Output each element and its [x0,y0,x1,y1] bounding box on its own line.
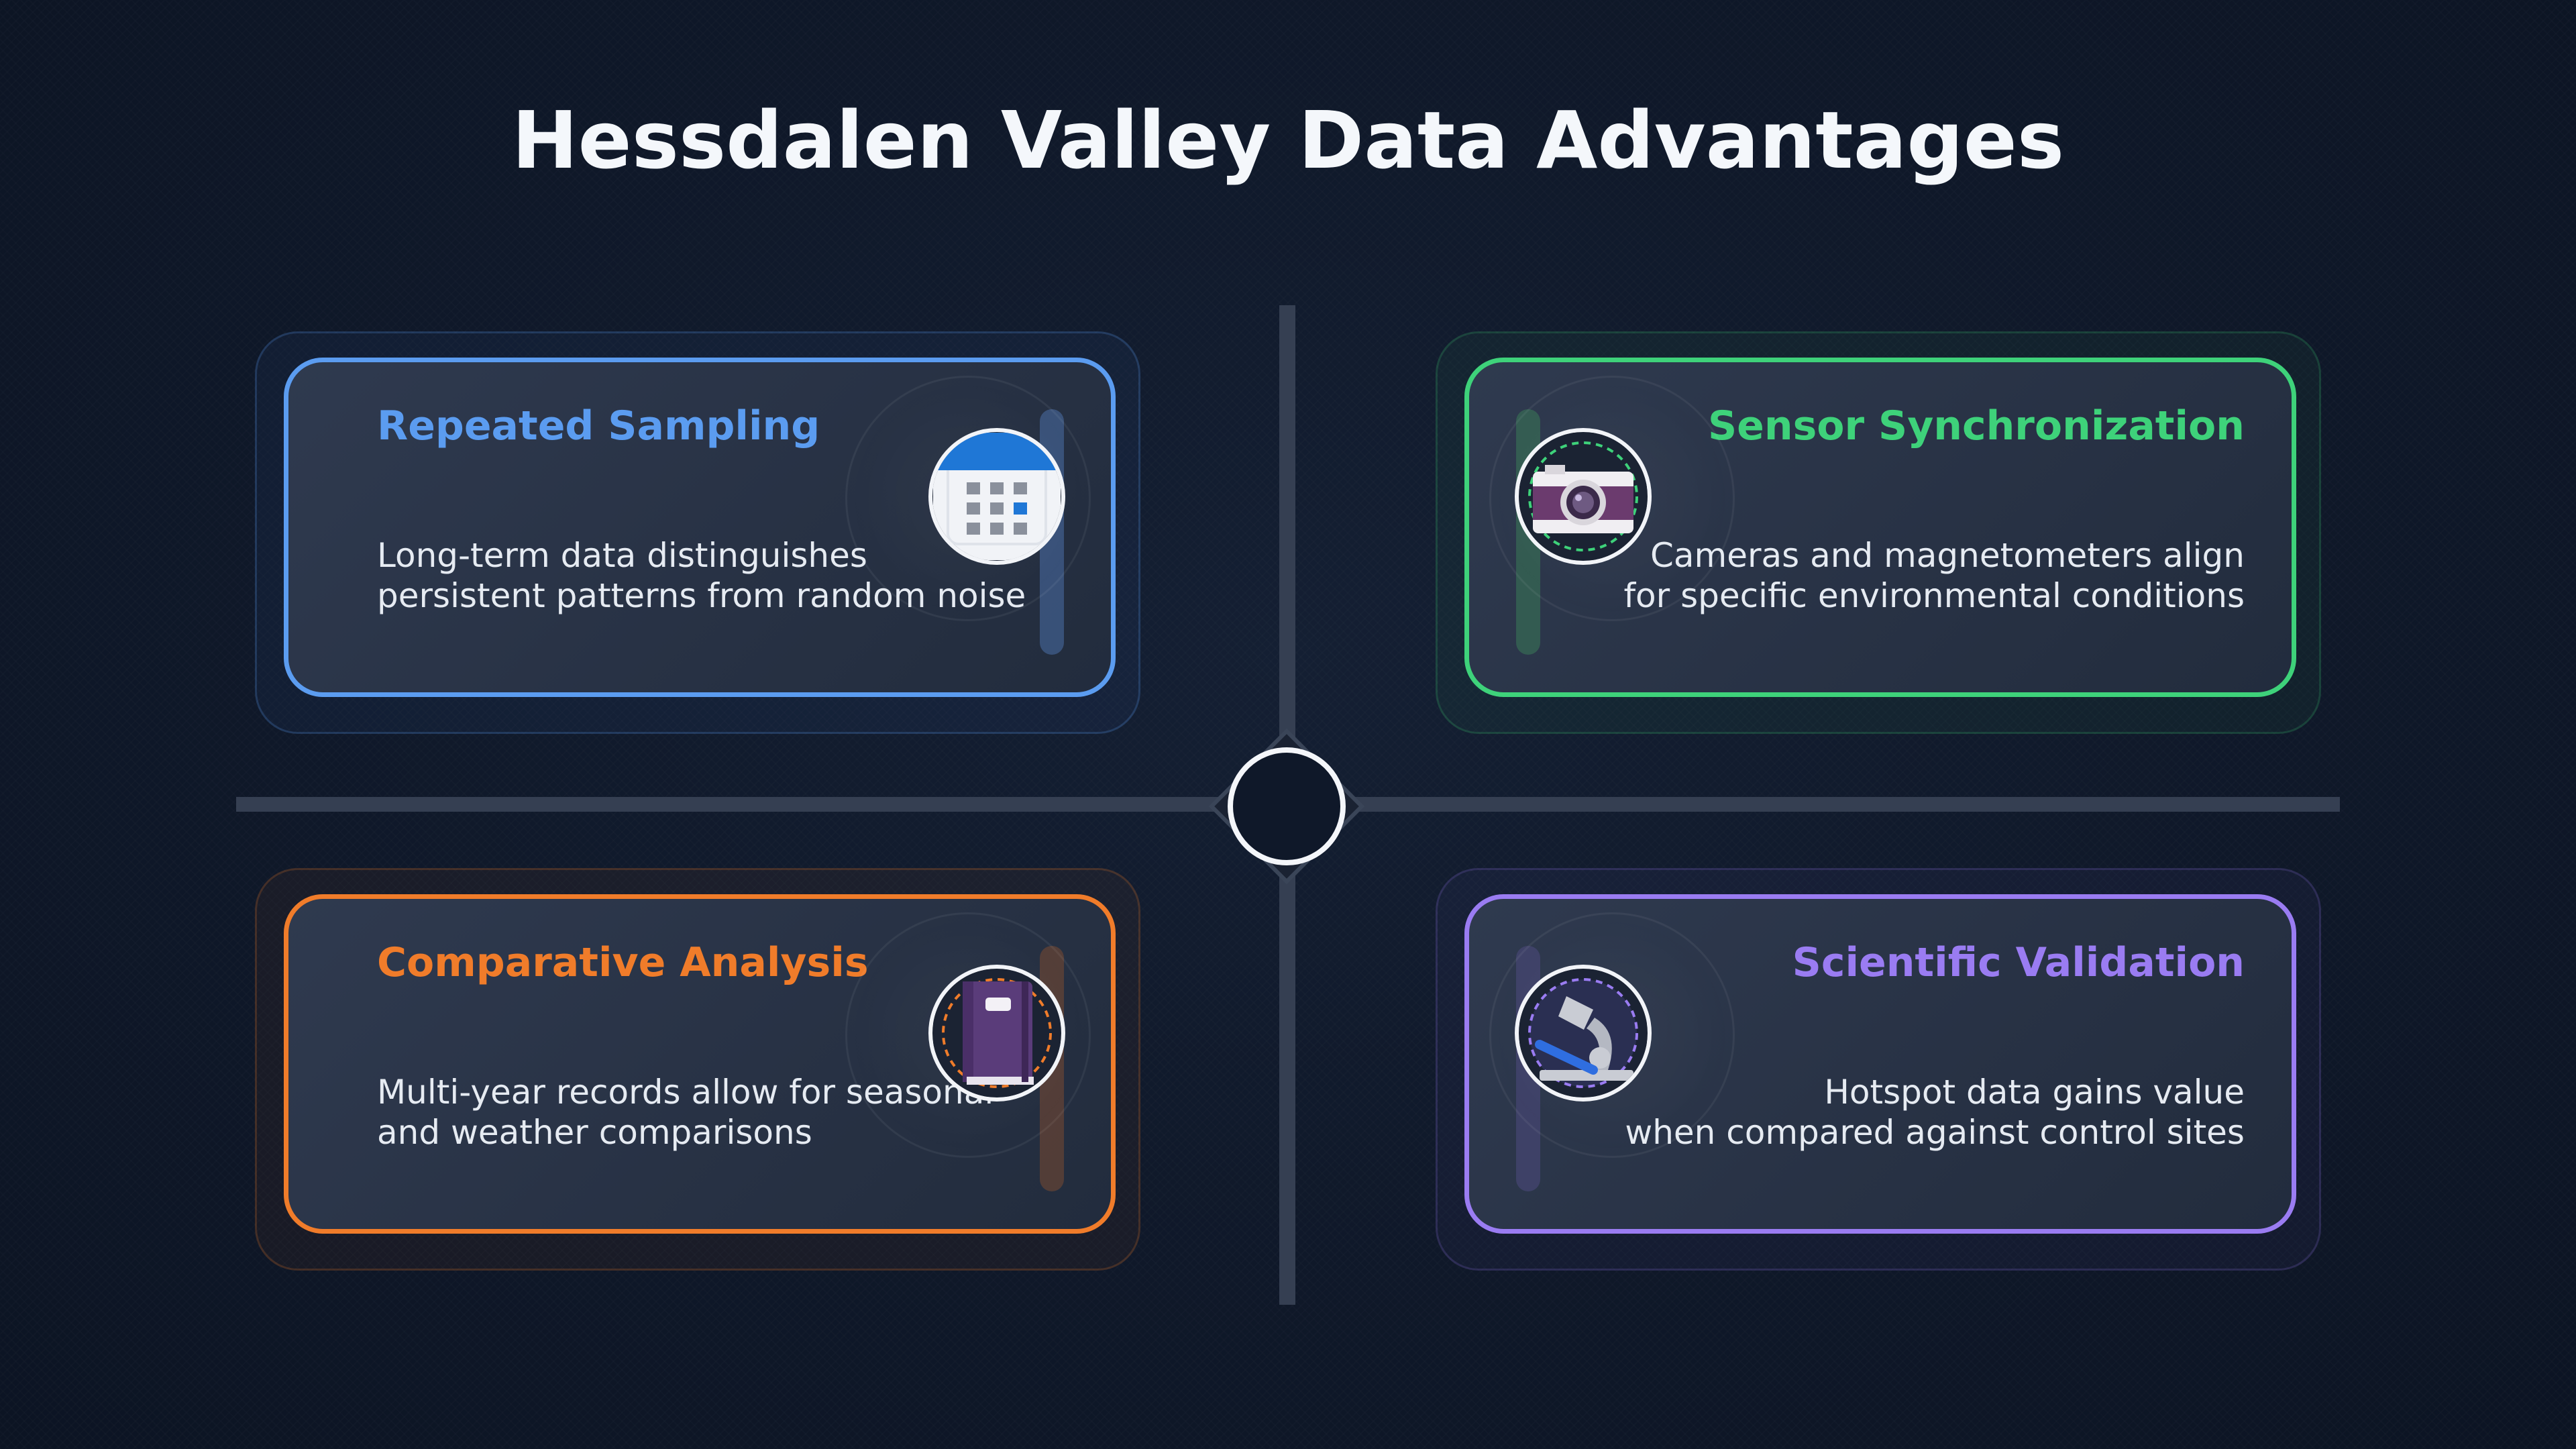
card-description: Cameras and magnetometers align for spec… [1623,535,2245,616]
card-comparative-analysis: Comparative Analysis Multi-year records … [255,868,1140,1271]
card-description-line: Cameras and magnetometers align [1650,536,2245,575]
card-panel: Scientific Validation Hotspot data gains… [1464,894,2296,1234]
card-description-line: Long-term data distinguishes [377,536,867,575]
center-node [1205,724,1368,888]
notebook-icon [928,965,1065,1102]
card-title: Scientific Validation [1792,939,2245,986]
card-scientific-validation: Scientific Validation Hotspot data gains… [1436,868,2321,1271]
card-description-line: Hotspot data gains value [1824,1073,2245,1112]
microscope-icon [1515,965,1652,1102]
card-title: Comparative Analysis [377,939,869,986]
card-description-line: for specific environmental conditions [1623,576,2245,615]
card-panel: Sensor Synchronization Cameras and magne… [1464,358,2296,697]
card-sensor-synchronization: Sensor Synchronization Cameras and magne… [1436,331,2321,734]
card-panel: Comparative Analysis Multi-year records … [284,894,1116,1234]
card-title: Repeated Sampling [377,402,820,449]
card-description: Hotspot data gains value when compared a… [1625,1072,2245,1152]
card-repeated-sampling: Repeated Sampling Long-term data disting… [255,331,1140,734]
card-title: Sensor Synchronization [1707,402,2245,449]
page-title: Hessdalen Valley Data Advantages [511,94,2065,186]
card-panel: Repeated Sampling Long-term data disting… [284,358,1116,697]
camera-icon [1515,428,1652,565]
card-description-line: when compared against control sites [1625,1113,2245,1152]
card-description-line: and weather comparisons [377,1113,812,1152]
calendar-icon [928,428,1065,565]
